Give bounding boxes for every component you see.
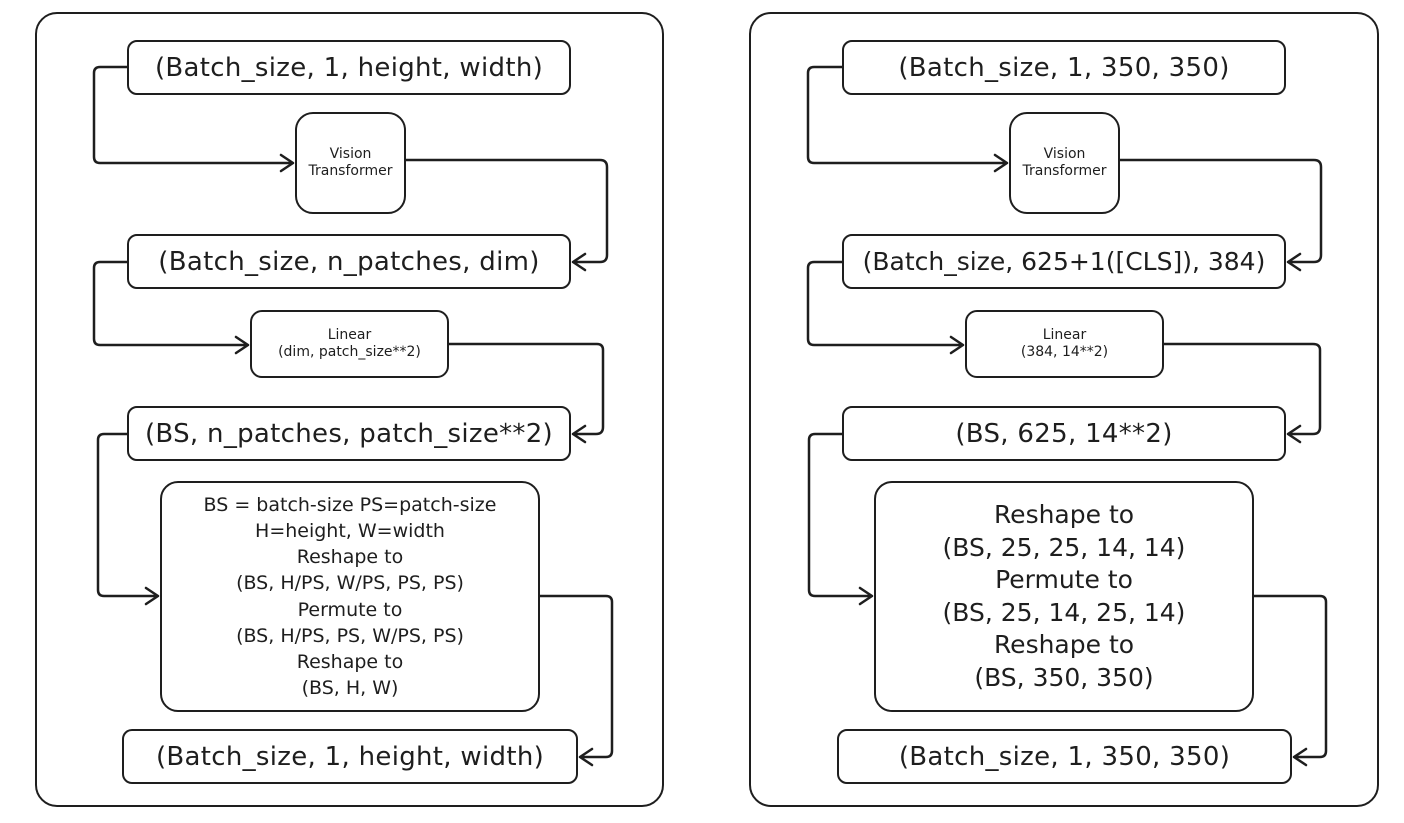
right-vit-output-shape-box: (Batch_size, 625+1([CLS]), 384) — [842, 234, 1286, 289]
right-reshape-line-1: Reshape to — [993, 500, 1135, 529]
left-input-shape-label: (Batch_size, 1, height, width) — [154, 52, 544, 83]
left-reshape-line-3: Reshape to — [296, 546, 404, 569]
left-arrow-linout-to-reshape — [96, 432, 160, 606]
right-arrow-linear-to-output — [1162, 342, 1322, 444]
left-output-shape-box: (Batch_size, 1, height, width) — [122, 729, 578, 784]
right-vision-transformer-box: Vision Transformer — [1009, 112, 1120, 214]
right-arrow-linout-to-reshape — [807, 432, 874, 606]
right-panel — [749, 12, 1379, 807]
right-input-shape-box: (Batch_size, 1, 350, 350) — [842, 40, 1286, 95]
left-reshape-line-5: Permute to — [297, 598, 403, 621]
left-linear-box: Linear (dim, patch_size**2) — [250, 310, 449, 378]
right-linear-output-shape-box: (BS, 625, 14**2) — [842, 406, 1286, 461]
right-reshape-line-6: (BS, 350, 350) — [974, 662, 1154, 692]
right-output-shape-label: (Batch_size, 1, 350, 350) — [898, 741, 1231, 772]
left-vision-transformer-line-2: Transformer — [308, 163, 393, 179]
right-reshape-line-3: Permute to — [995, 565, 1133, 594]
right-linear-line-2: (384, 14**2) — [1020, 344, 1109, 360]
left-reshape-line-6: (BS, H/PS, PS, W/PS, PS) — [236, 624, 464, 647]
left-reshape-line-2: H=height, W=width — [255, 519, 445, 542]
right-reshape-permute-box: Reshape to (BS, 25, 25, 14, 14) Permute … — [874, 481, 1254, 712]
right-linear-box: Linear (384, 14**2) — [965, 310, 1164, 378]
left-arrow-vitout-to-linear — [92, 260, 250, 355]
right-linear-line-1: Linear — [1042, 327, 1087, 344]
left-vit-output-shape-label: (Batch_size, n_patches, dim) — [158, 246, 540, 277]
left-output-shape-label: (Batch_size, 1, height, width) — [155, 741, 545, 772]
right-arrow-input-to-vit — [806, 65, 1009, 173]
left-arrow-vit-to-output — [404, 158, 609, 272]
right-reshape-line-4: (BS, 25, 14, 25, 14) — [942, 597, 1186, 627]
left-reshape-permute-box: BS = batch-size PS=patch-size H=height, … — [160, 481, 540, 712]
right-arrow-reshape-to-output — [1252, 594, 1328, 767]
left-vision-transformer-box: Vision Transformer — [295, 112, 406, 214]
left-reshape-line-8: (BS, H, W) — [301, 677, 399, 700]
right-reshape-line-2: (BS, 25, 25, 14, 14) — [942, 532, 1186, 562]
right-input-shape-label: (Batch_size, 1, 350, 350) — [898, 52, 1230, 83]
left-reshape-line-7: Reshape to — [296, 650, 404, 673]
left-reshape-line-1: BS = batch-size PS=patch-size — [203, 493, 497, 516]
left-linear-output-shape-box: (BS, n_patches, patch_size**2) — [127, 406, 571, 461]
left-vision-transformer-line-1: Vision — [329, 146, 372, 163]
right-output-shape-box: (Batch_size, 1, 350, 350) — [837, 729, 1292, 784]
left-arrow-linear-to-output — [447, 342, 605, 444]
left-linear-output-shape-label: (BS, n_patches, patch_size**2) — [144, 418, 553, 449]
right-arrow-vit-to-output — [1118, 158, 1323, 272]
left-arrow-input-to-vit — [92, 65, 295, 173]
right-vision-transformer-line-1: Vision — [1043, 146, 1086, 163]
right-reshape-line-5: Reshape to — [993, 630, 1135, 659]
right-vision-transformer-line-2: Transformer — [1022, 163, 1107, 179]
left-linear-line-2: (dim, patch_size**2) — [278, 344, 421, 360]
left-reshape-line-4: (BS, H/PS, W/PS, PS, PS) — [236, 572, 464, 595]
left-input-shape-box: (Batch_size, 1, height, width) — [127, 40, 571, 95]
left-panel — [35, 12, 664, 807]
right-arrow-vitout-to-linear — [806, 260, 965, 355]
right-linear-output-shape-label: (BS, 625, 14**2) — [955, 418, 1173, 449]
left-linear-line-1: Linear — [327, 327, 372, 344]
left-arrow-reshape-to-output — [538, 594, 614, 767]
left-vit-output-shape-box: (Batch_size, n_patches, dim) — [127, 234, 571, 289]
right-vit-output-shape-label: (Batch_size, 625+1([CLS]), 384) — [862, 247, 1266, 276]
